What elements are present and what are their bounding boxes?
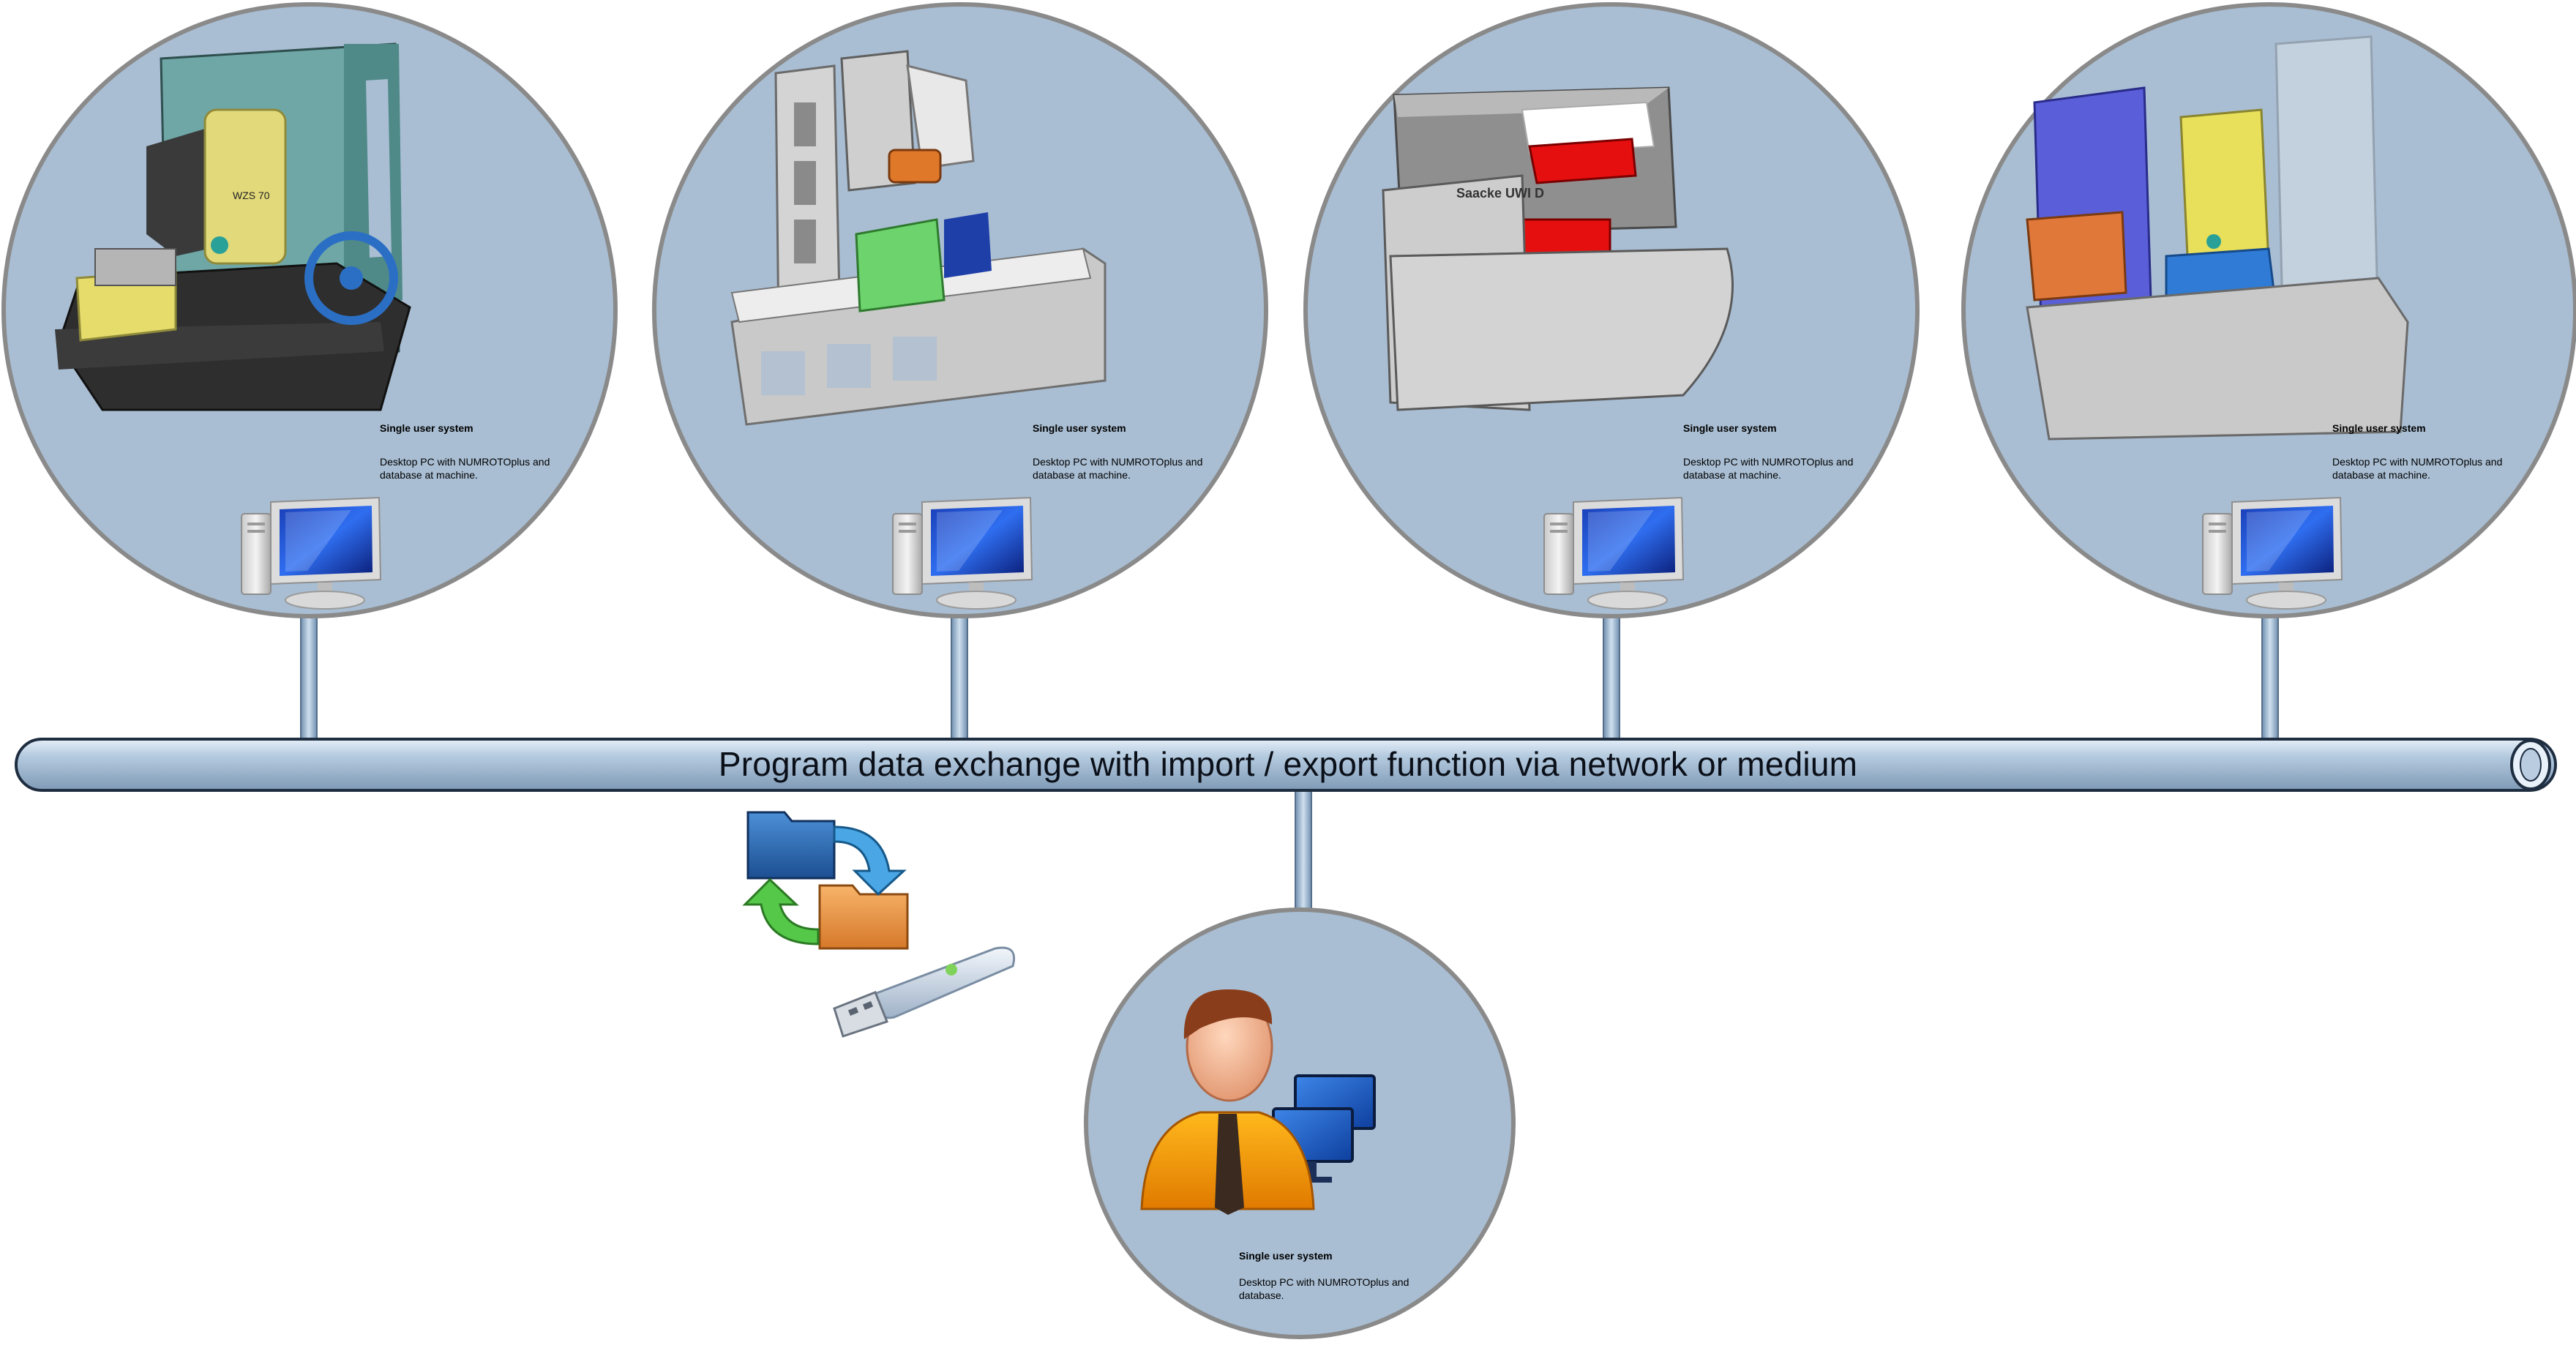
- user-workstation-icon: [1140, 989, 1376, 1215]
- circle-info-1: Single user system: [380, 422, 473, 434]
- node-description: Desktop PC with NUMROTOplus and database…: [1683, 456, 1854, 481]
- node-description-2: Desktop PC with NUMROTOplus and database…: [1033, 443, 1238, 482]
- circle-info-2: Single user system: [1033, 422, 1126, 434]
- node-title: Single user system: [380, 422, 473, 434]
- connector-office: [1295, 788, 1312, 915]
- bus-label: Program data exchange with import / expo…: [718, 745, 1858, 783]
- cnc-grinding-machine-icon: WZS 70: [55, 42, 411, 411]
- circle-info-4: Single user system: [2332, 422, 2426, 434]
- machine-label: Saacke UWI D: [1456, 186, 1544, 201]
- connector-node-3: [1603, 614, 1620, 741]
- node-title: Single user system: [1239, 1250, 1333, 1262]
- office-description: Desktop PC with NUMROTOplus and database…: [1239, 1270, 1444, 1302]
- node-description: Desktop PC with NUMROTOplus and database…: [2332, 456, 2503, 481]
- node-title: Single user system: [1033, 422, 1126, 434]
- machine-label: WZS 70: [233, 190, 270, 201]
- connector-node-2: [951, 614, 968, 741]
- node-description-1: Desktop PC with NUMROTOplus and database…: [380, 443, 585, 482]
- cnc-grinding-machine-icon: [2026, 35, 2409, 441]
- node-description: Desktop PC with NUMROTOplus and database…: [1239, 1276, 1409, 1301]
- folder-sync-icon: [742, 811, 909, 950]
- node-title: Single user system: [1683, 422, 1777, 434]
- office-node: Single user system: [1084, 907, 1516, 1339]
- machine-node-3: Saacke UWI D Single user system: [1303, 2, 1920, 618]
- node-description-4: Desktop PC with NUMROTOplus and database…: [2332, 443, 2537, 482]
- machine-node-1: WZS 70 Single user system: [1, 2, 618, 618]
- circle-info-3: Single user system: [1683, 422, 1777, 434]
- node-description-3: Desktop PC with NUMROTOplus and database…: [1683, 443, 1888, 482]
- network-bus: [15, 738, 2557, 792]
- node-description: Desktop PC with NUMROTOplus and database…: [380, 456, 550, 481]
- machine-node-2: Single user system: [652, 2, 1268, 618]
- node-title: Single user system: [2332, 422, 2426, 434]
- machine-node-4: Single user system: [1961, 2, 2576, 618]
- usb-stick-icon: [833, 946, 1015, 1038]
- node-description: Desktop PC with NUMROTOplus and database…: [1033, 456, 1203, 481]
- cnc-grinding-machine-icon: [730, 50, 1107, 426]
- connector-node-4: [2261, 614, 2279, 741]
- cnc-grinding-machine-icon: Saacke UWI D: [1382, 86, 1734, 411]
- connector-node-1: [300, 614, 318, 741]
